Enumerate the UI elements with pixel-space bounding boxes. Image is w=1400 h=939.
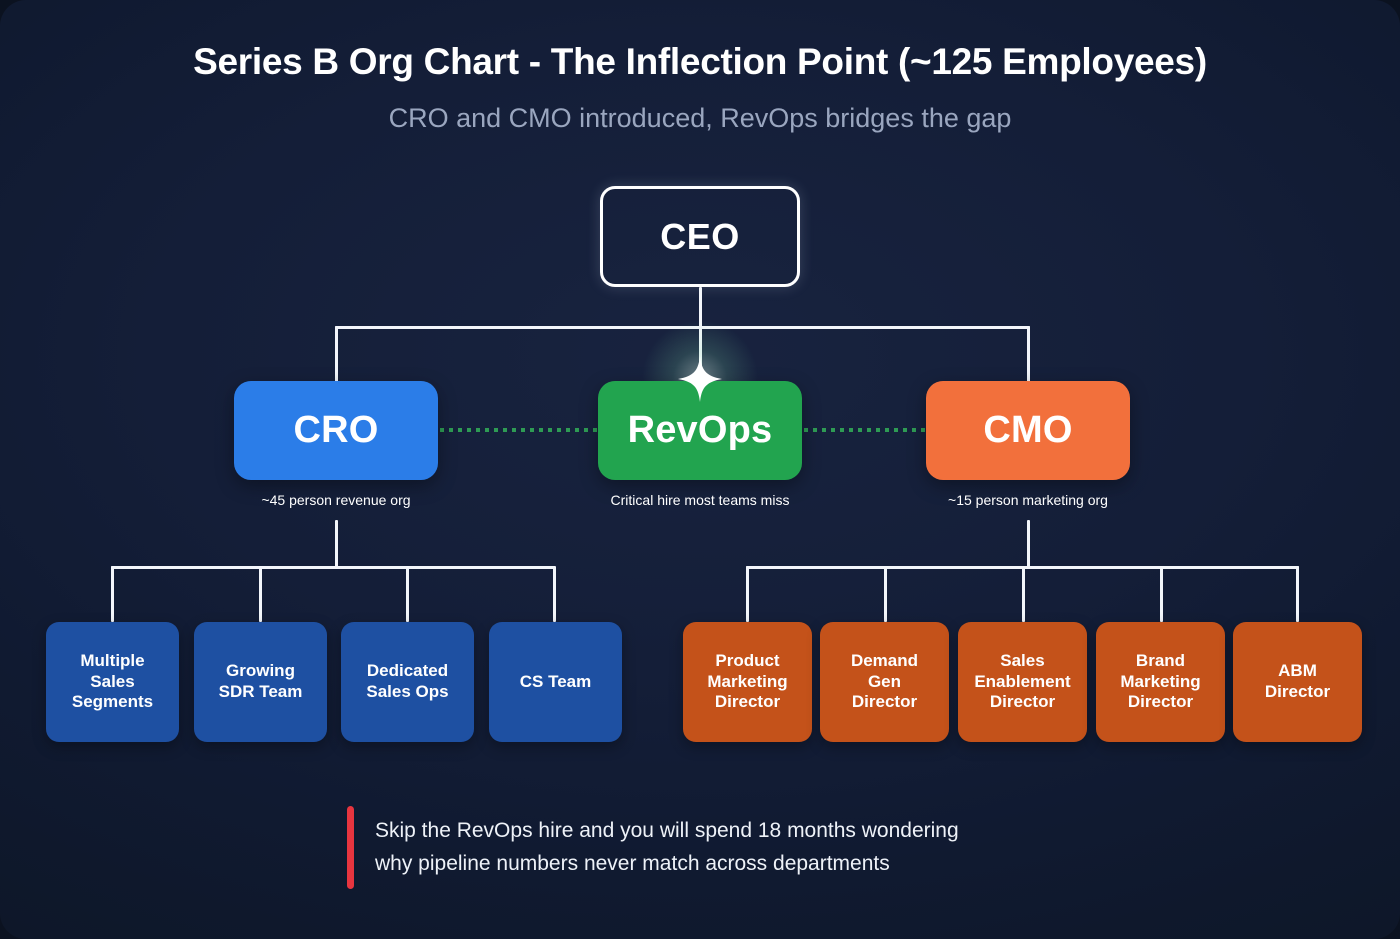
node-label: Growing SDR Team — [218, 661, 303, 701]
connector-cmo-stem — [1027, 520, 1030, 568]
node-product-marketing-director[interactable]: Product Marketing Director — [683, 622, 812, 742]
connector-drop-marketing-1 — [746, 566, 749, 622]
link-revops-cmo — [804, 428, 928, 432]
node-cro-label: CRO — [293, 409, 379, 452]
connector-drop-sales-4 — [553, 566, 556, 622]
connector-cro-stem — [335, 520, 338, 568]
node-label: Brand Marketing Director — [1120, 650, 1201, 712]
node-cmo[interactable]: CMO — [926, 381, 1130, 480]
node-label: Product Marketing Director — [707, 650, 788, 712]
node-sales-enablement-director[interactable]: Sales Enablement Director — [958, 622, 1087, 742]
node-demand-gen-director[interactable]: Demand Gen Director — [820, 622, 949, 742]
node-brand-marketing-director[interactable]: Brand Marketing Director — [1096, 622, 1225, 742]
connector-drop-sales-3 — [406, 566, 409, 622]
node-cro[interactable]: CRO — [234, 381, 438, 480]
caption-cro: ~45 person revenue org — [261, 492, 411, 508]
page-title: Series B Org Chart - The Inflection Poin… — [193, 41, 1207, 82]
node-cs-team[interactable]: CS Team — [489, 622, 622, 742]
callout-accent-bar — [347, 806, 354, 889]
node-dedicated-sales-ops[interactable]: Dedicated Sales Ops — [341, 622, 474, 742]
node-growing-sdr-team[interactable]: Growing SDR Team — [194, 622, 327, 742]
connector-drop-marketing-4 — [1160, 566, 1163, 622]
connector-drop-marketing-3 — [1022, 566, 1025, 622]
node-revops[interactable]: RevOps — [598, 381, 802, 480]
node-abm-director[interactable]: ABM Director — [1233, 622, 1362, 742]
connector-drop-marketing-2 — [884, 566, 887, 622]
callout-line-1: Skip the RevOps hire and you will spend … — [375, 819, 959, 842]
node-label: Dedicated Sales Ops — [366, 661, 449, 701]
node-label: ABM Director — [1264, 661, 1331, 701]
node-ceo[interactable]: CEO — [600, 186, 800, 287]
node-label: Demand Gen Director — [850, 650, 919, 712]
node-revops-label: RevOps — [627, 409, 773, 452]
caption-cmo: ~15 person marketing org — [948, 492, 1108, 508]
connector-drop-sales-1 — [111, 566, 114, 622]
node-label: Multiple Sales Segments — [71, 650, 154, 712]
connector-drop-cro — [335, 326, 338, 382]
connector-drop-cmo — [1027, 326, 1030, 382]
connector-ceo-stem — [699, 287, 702, 328]
connector-drop-marketing-5 — [1296, 566, 1299, 622]
callout-line-2: why pipeline numbers never match across … — [375, 851, 890, 875]
node-ceo-label: CEO — [660, 215, 740, 257]
connector-sales-bus — [111, 566, 555, 569]
connector-exec-bus — [335, 326, 1030, 329]
caption-revops: Critical hire most teams miss — [610, 492, 790, 508]
link-cro-revops — [440, 428, 598, 432]
node-multiple-sales-segments[interactable]: Multiple Sales Segments — [46, 622, 179, 742]
page-subtitle: CRO and CMO introduced, RevOps bridges t… — [388, 103, 1012, 133]
connector-drop-revops — [699, 326, 702, 382]
node-label: Sales Enablement Director — [974, 650, 1071, 712]
node-label: CS Team — [519, 671, 592, 691]
callout-text: Skip the RevOps hire and you will spend … — [375, 815, 959, 880]
node-cmo-label: CMO — [983, 409, 1073, 452]
connector-drop-sales-2 — [259, 566, 262, 622]
